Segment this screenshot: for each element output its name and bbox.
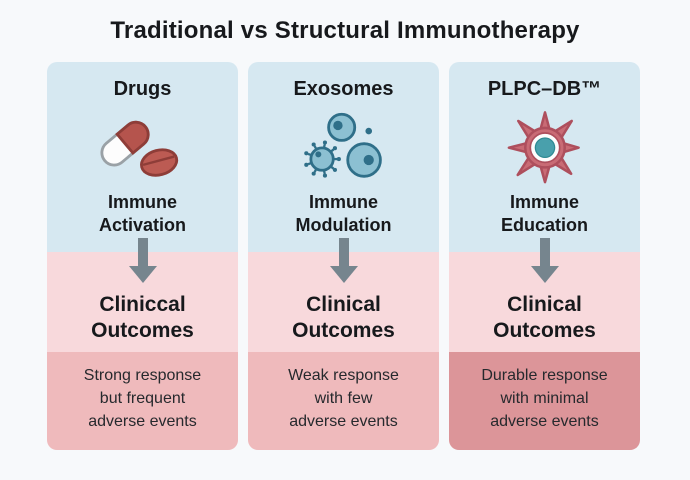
plpc-db-mechanism-label: Immune Education [500, 192, 588, 235]
page-title: Traditional vs Structural Immunotherapy [110, 17, 580, 44]
plpc-db-mechanism-section: PLPC–DB™ [449, 62, 640, 252]
exosomes-title: Exosomes [293, 78, 394, 100]
down-arrow [530, 238, 559, 283]
plpc-db-result-text: Durable response with minimal adverse ev… [449, 352, 640, 450]
exosomes-outcome-section: Clinical Outcomes [248, 252, 439, 352]
exosomes-mechanism-section: Exosomes [248, 62, 439, 252]
arrow-stem [137, 238, 148, 266]
column-plpc-db: PLPC–DB™ [449, 62, 640, 450]
plpc-db-title: PLPC–DB™ [487, 78, 602, 100]
arrow-stem [338, 238, 349, 266]
down-arrow [329, 238, 358, 283]
drugs-mechanism-section: Drugs Immune Activation [47, 62, 238, 252]
dendritic-cell-icon [449, 104, 640, 188]
comparison-columns: Drugs Immune Activation Cl [47, 62, 640, 450]
exosome-cells-icon [248, 104, 439, 188]
drugs-result-text: Strong response but frequent adverse eve… [47, 352, 238, 450]
plpc-db-outcome-label: Clinical Outcomes [493, 293, 596, 342]
arrow-head [329, 266, 358, 283]
exosomes-mechanism-label: Immune Modulation [295, 192, 392, 235]
drugs-mechanism-label: Immune Activation [98, 192, 186, 235]
exosomes-outcome-label: Clinical Outcomes [292, 293, 395, 342]
exosomes-result-text: Weak response with few adverse events [248, 352, 439, 450]
arrow-stem [539, 238, 550, 266]
column-exosomes: Exosomes [248, 62, 439, 450]
drugs-title: Drugs [113, 78, 172, 100]
down-arrow [128, 238, 157, 283]
drugs-outcome-label: Cliniccal Outcomes [91, 293, 194, 342]
column-drugs: Drugs Immune Activation Cl [47, 62, 238, 450]
arrow-head [530, 266, 559, 283]
arrow-head [128, 266, 157, 283]
capsule-tablet-icon [47, 104, 238, 188]
